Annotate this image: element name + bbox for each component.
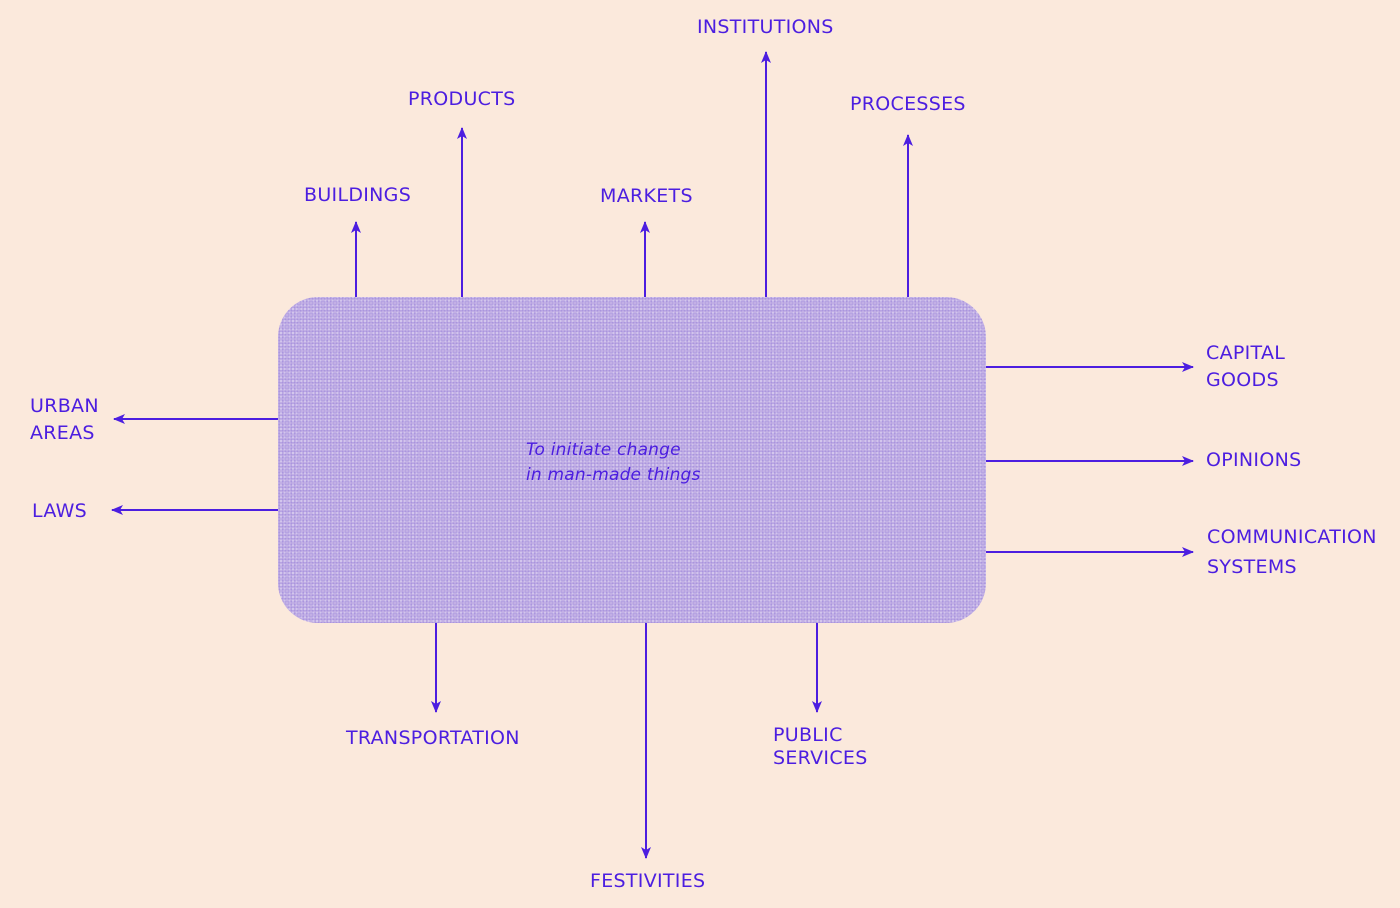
central-box (278, 297, 986, 623)
label-communication-systems-line-2: SYSTEMS (1207, 556, 1297, 578)
label-urban-areas: URBAN AREAS (30, 393, 99, 447)
label-public-services-line-2: SERVICES (773, 747, 868, 769)
label-public-services-line-1: PUBLIC (773, 724, 843, 746)
label-laws: LAWS (32, 500, 88, 522)
label-opinions: OPINIONS (1206, 449, 1302, 471)
label-urban-areas-line-2: AREAS (30, 422, 95, 444)
label-public-services: PUBLIC SERVICES (773, 724, 868, 770)
label-capital-goods: CAPITAL GOODS (1206, 340, 1285, 394)
label-buildings: BUILDINGS (304, 184, 412, 206)
label-urban-areas-line-1: URBAN (30, 395, 99, 417)
label-capital-goods-line-1: CAPITAL (1206, 342, 1286, 364)
label-festivities: FESTIVITIES (590, 870, 706, 892)
central-text-line-2: in man-made things (526, 465, 701, 485)
central-text: To initiate change in man-made things (526, 438, 786, 488)
label-capital-goods-line-2: GOODS (1206, 369, 1279, 391)
label-products: PRODUCTS (408, 88, 516, 110)
label-transportation: TRANSPORTATION (346, 727, 520, 749)
label-communication-systems: COMMUNICATION SYSTEMS (1207, 524, 1377, 581)
central-text-line-1: To initiate change (526, 440, 681, 460)
label-markets: MARKETS (600, 185, 693, 207)
label-institutions: INSTITUTIONS (697, 16, 834, 38)
label-communication-systems-line-1: COMMUNICATION (1207, 526, 1377, 548)
label-processes: PROCESSES (850, 93, 966, 115)
